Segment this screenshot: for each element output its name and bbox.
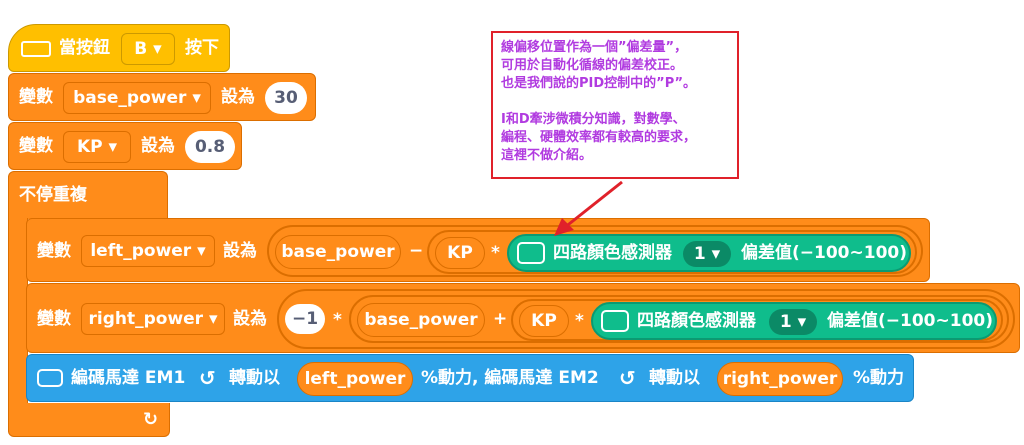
set-label-set: 設為 (141, 136, 175, 156)
plus-label: + (493, 309, 508, 329)
sensor-index-dropdown[interactable]: 1 ▾ (683, 241, 731, 267)
kp-reporter[interactable]: KP (519, 305, 569, 337)
motor-label-rotate1: 轉動以 (229, 368, 280, 388)
inner-multiply-operator[interactable]: KP * 四路顏色感測器 1 ▾ 偏差值(−100~100) (511, 299, 1003, 341)
forever-loop-block[interactable]: 不停重複 (8, 171, 168, 219)
base-power-value-input[interactable]: 30 (265, 82, 307, 114)
set-kp-block[interactable]: 變數 KP ▾ 設為 0.8 (8, 122, 242, 170)
sensor-label: 四路顏色感測器 (637, 311, 756, 331)
left-power-reporter[interactable]: left_power (297, 362, 413, 396)
motor-label-power: %動力 (853, 368, 905, 388)
times-label: * (333, 310, 342, 330)
base-power-reporter[interactable]: base_power (357, 303, 485, 337)
variable-dropdown-right-power[interactable]: right_power ▾ (81, 303, 225, 335)
sensor-value-label: 偏差值(−100~100) (741, 243, 907, 263)
event-hat-block[interactable]: 當按鈕 B ▾ 按下 (8, 24, 230, 72)
event-label-post: 按下 (185, 38, 219, 58)
motor-label-em1: 編碼馬達 EM1 (71, 368, 186, 388)
annotation-note: 線偏移位置作為一個”偏差量”， 可用於自動化循線的偏差校正。 也是我們說的PID… (491, 31, 739, 179)
minus-operator[interactable]: base_power − KP * 四路顏色感測器 1 ▾ 偏差值(−100~1… (267, 225, 923, 277)
forever-label: 不停重複 (19, 185, 87, 205)
forever-loop-footer: ↻ (8, 403, 170, 437)
motor-label-em2: %動力, 編碼馬達 EM2 (421, 368, 599, 388)
set-base-power-block[interactable]: 變數 base_power ▾ 設為 30 (8, 73, 316, 121)
set-label-set: 設為 (223, 241, 257, 261)
base-power-reporter[interactable]: base_power (275, 235, 401, 269)
set-label-set: 設為 (221, 87, 255, 107)
variable-dropdown-left-power[interactable]: left_power ▾ (81, 235, 215, 267)
annotation-arrow (554, 180, 623, 236)
button-dropdown[interactable]: B ▾ (121, 33, 175, 65)
sensor-label: 四路顏色感測器 (553, 243, 672, 263)
times-label: * (491, 243, 500, 263)
sensor-index-dropdown[interactable]: 1 ▾ (769, 309, 817, 335)
keyboard-icon (21, 41, 51, 57)
color-sensor-icon (517, 242, 545, 264)
variable-dropdown-kp[interactable]: KP ▾ (63, 131, 131, 163)
event-label-pre: 當按鈕 (59, 38, 110, 58)
kp-value-input[interactable]: 0.8 (185, 131, 235, 163)
multiply-operator[interactable]: KP * 四路顏色感測器 1 ▾ 偏差值(−100~100) (427, 230, 917, 274)
times-label: * (575, 311, 584, 331)
set-label-var: 變數 (37, 241, 71, 261)
neg-one-input[interactable]: −1 (285, 304, 325, 334)
sensor-value-label: 偏差值(−100~100) (827, 311, 993, 331)
loop-arrow-icon: ↻ (143, 409, 159, 430)
forever-loop-arm (8, 218, 28, 404)
motor-label-rotate2: 轉動以 (649, 368, 700, 388)
sensor-reporter[interactable]: 四路顏色感測器 1 ▾ 偏差值(−100~100) (507, 234, 911, 272)
robot-icon (37, 369, 63, 387)
right-power-reporter[interactable]: right_power (717, 362, 843, 396)
set-label-set: 設為 (233, 309, 267, 329)
rotate-left-icon: ↺ (199, 366, 216, 390)
set-right-power-block[interactable]: 變數 right_power ▾ 設為 −1 * base_power + KP… (26, 283, 1020, 353)
set-label-var: 變數 (19, 136, 53, 156)
kp-reporter[interactable]: KP (435, 237, 485, 269)
sensor-reporter[interactable]: 四路顏色感測器 1 ▾ 偏差值(−100~100) (591, 302, 997, 340)
set-label-var: 變數 (37, 309, 71, 329)
encoder-motor-block[interactable]: 編碼馬達 EM1 ↺ 轉動以 left_power %動力, 編碼馬達 EM2 … (26, 354, 914, 402)
rotate-left-icon: ↺ (619, 366, 636, 390)
color-sensor-icon (601, 310, 629, 332)
variable-dropdown-base-power[interactable]: base_power ▾ (63, 82, 211, 114)
plus-operator[interactable]: base_power + KP * 四路顏色感測器 1 ▾ 偏差值(−100~1… (349, 295, 1009, 343)
minus-label: − (409, 241, 424, 261)
set-label-var: 變數 (19, 87, 53, 107)
set-left-power-block[interactable]: 變數 left_power ▾ 設為 base_power − KP * 四路顏… (26, 218, 930, 282)
outer-multiply-operator[interactable]: −1 * base_power + KP * 四路顏色感測器 1 ▾ 偏差值(−… (277, 289, 1015, 349)
